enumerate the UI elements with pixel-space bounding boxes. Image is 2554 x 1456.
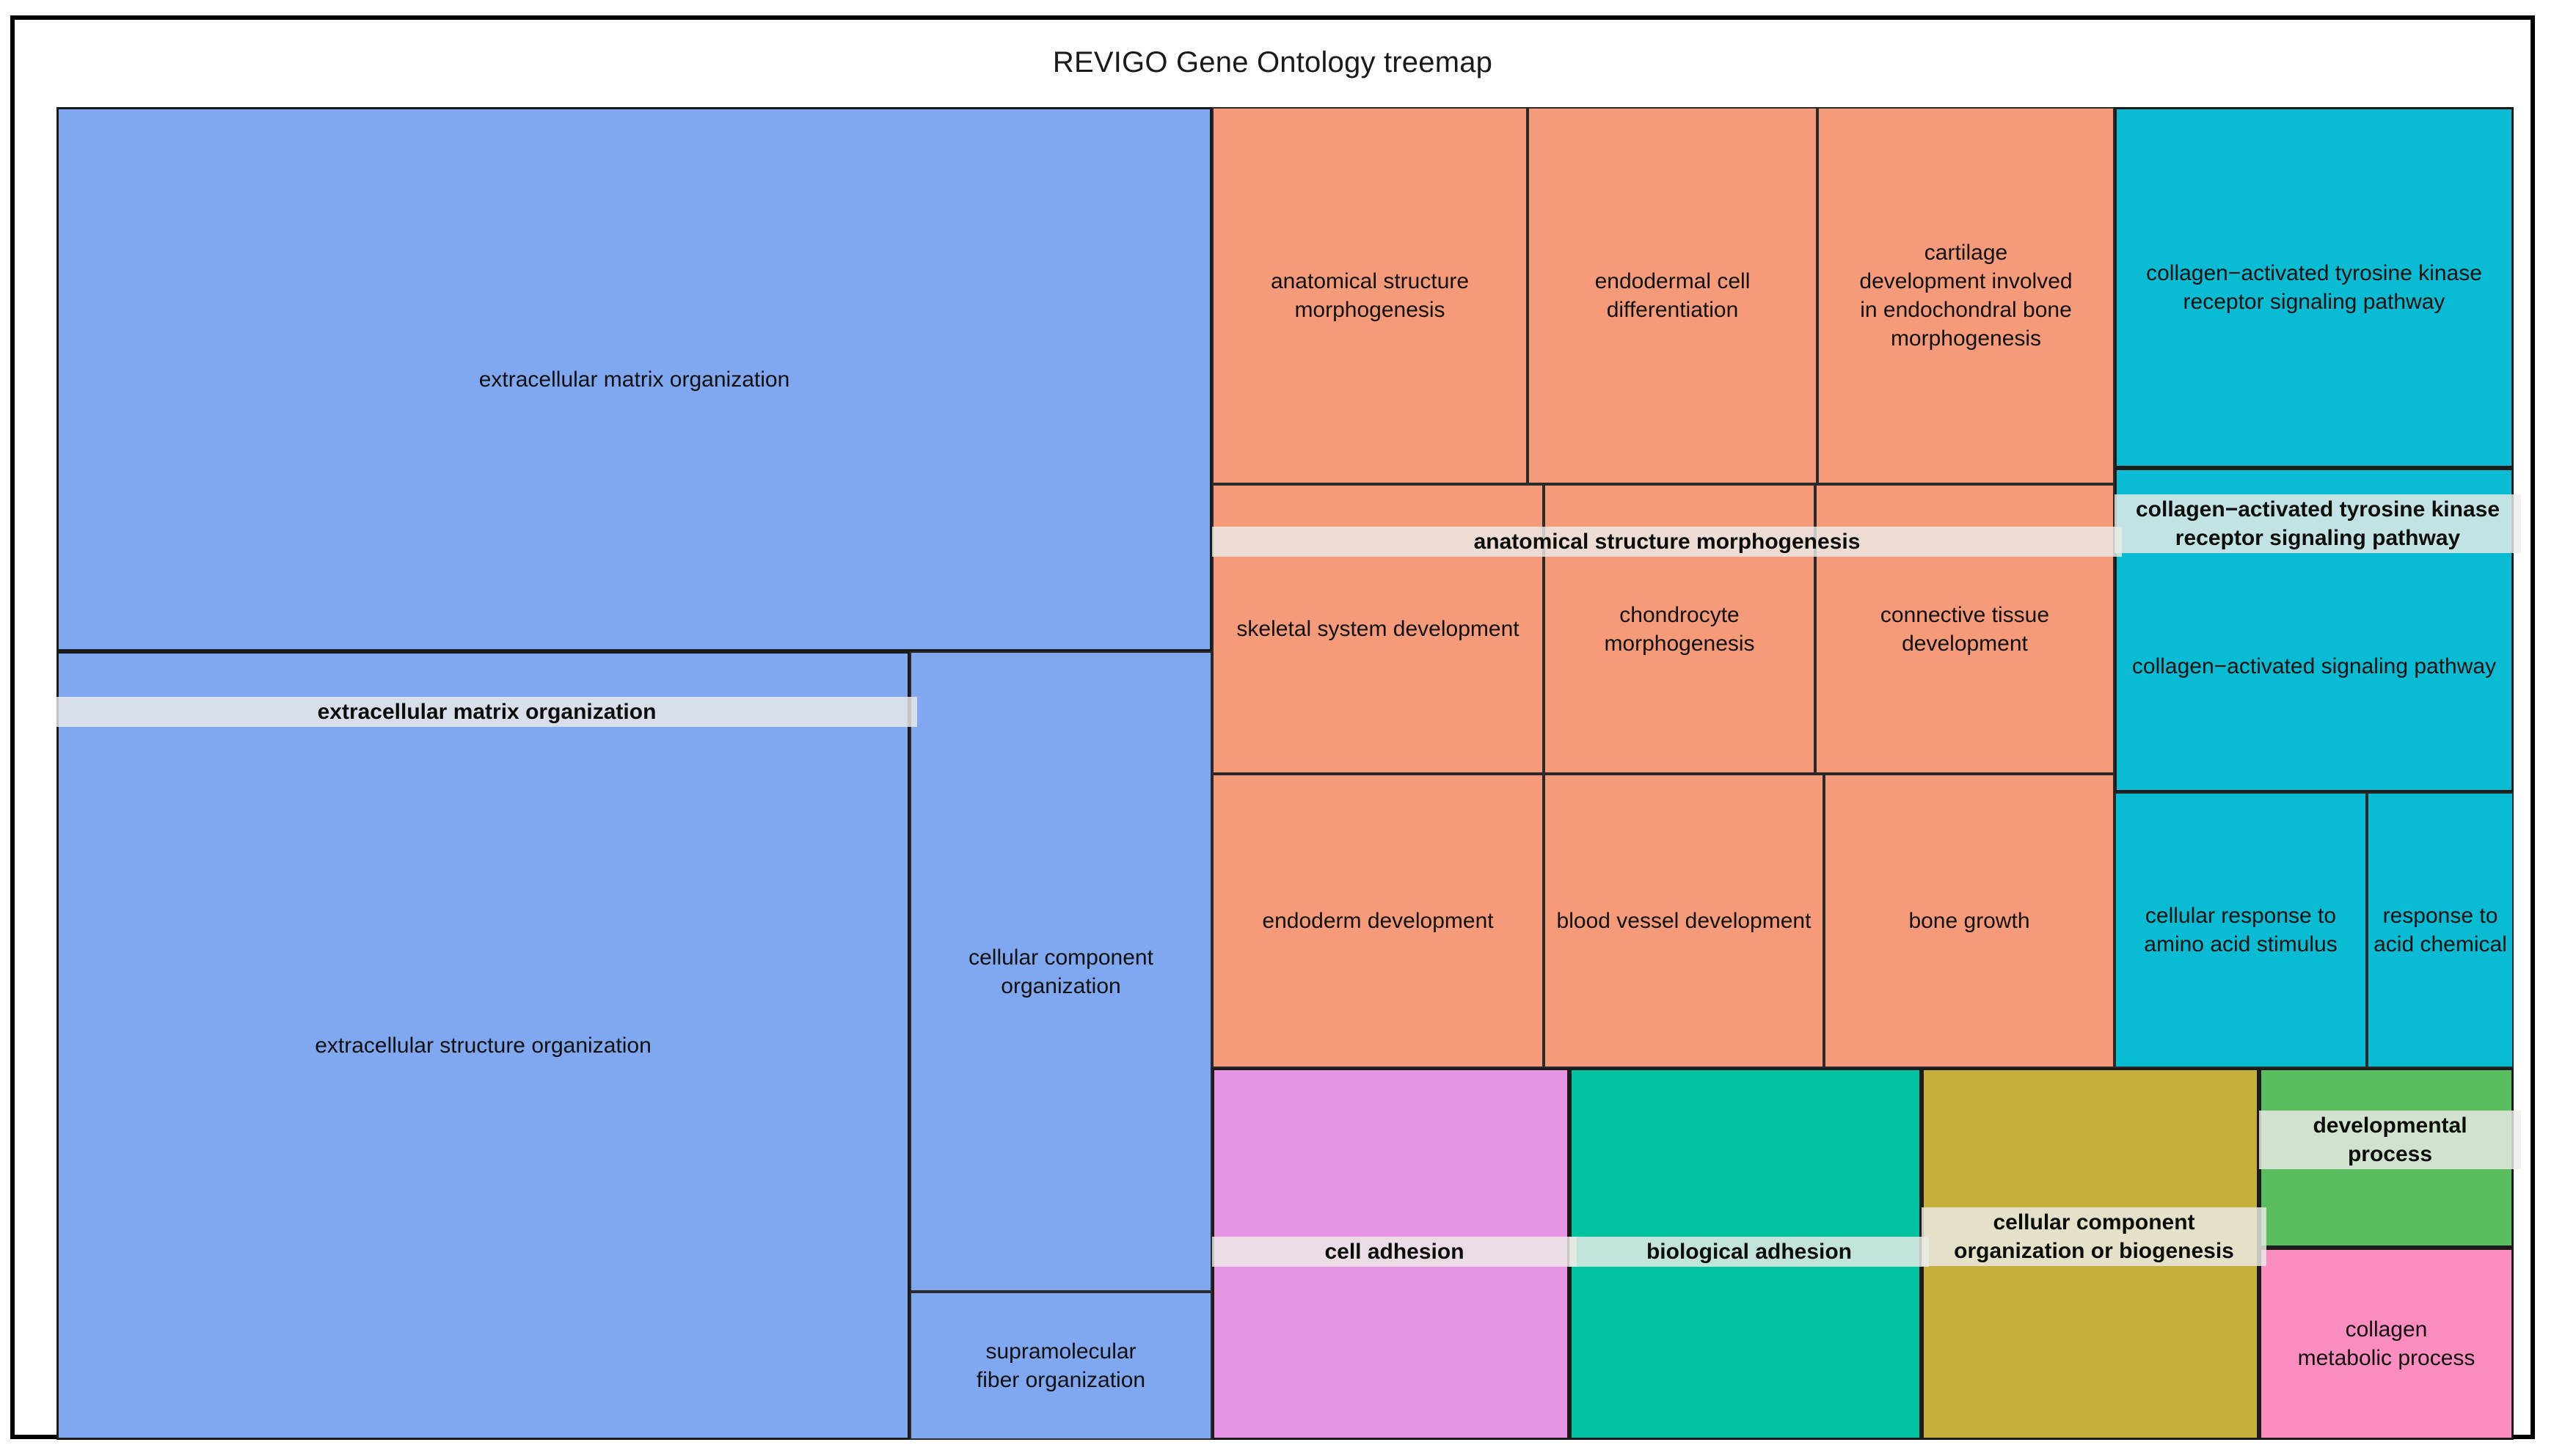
- tile-label: supramolecular fiber organization: [976, 1339, 1146, 1392]
- tile-label: endodermal cell differentiation: [1594, 269, 1751, 322]
- treemap-tile-cellular-component-organization-or-biogenesis[interactable]: [1922, 1068, 2259, 1440]
- tile-label: blood vessel development: [1556, 909, 1811, 933]
- tile-label: cartilage development involved in endoch…: [1859, 241, 2073, 351]
- treemap-tile-supramolecular-fiber-organization[interactable]: supramolecular fiber organization: [910, 1292, 1212, 1440]
- treemap-tile-collagen-activated-signaling-pathway[interactable]: collagen−activated signaling pathway: [2115, 468, 2514, 792]
- tile-label: response to acid chemical: [2374, 904, 2507, 956]
- tile-label: cellular response to amino acid stimulus: [2144, 904, 2338, 956]
- tile-label: collagen−activated signaling pathway: [2131, 654, 2497, 678]
- figure-frame: REVIGO Gene Ontology treemap extracellul…: [10, 15, 2535, 1440]
- treemap-tile-chondrocyte-morphogenesis[interactable]: chondrocyte morphogenesis: [1544, 484, 1815, 774]
- treemap-tile-endodermal-cell-differentiation[interactable]: endodermal cell differentiation: [1528, 107, 1817, 484]
- treemap-tile-cell-adhesion[interactable]: [1212, 1068, 1569, 1440]
- treemap-tile-extracellular-structure-organization[interactable]: extracellular structure organization: [56, 651, 910, 1440]
- treemap-tile-cellular-component-organization[interactable]: cellular component organization: [910, 651, 1212, 1292]
- page-title: REVIGO Gene Ontology treemap: [1052, 46, 1493, 78]
- tile-label: anatomical structure morphogenesis: [1270, 269, 1470, 322]
- treemap-tile-connective-tissue-development[interactable]: connective tissue development: [1815, 484, 2115, 774]
- treemap-tile-extracellular-matrix-organization[interactable]: extracellular matrix organization: [56, 107, 1212, 651]
- tile-label: collagen−activated tyrosine kinase recep…: [2146, 261, 2482, 314]
- treemap-tile-collagen-activated-tyrosine-kinase-receptor-signaling-pathway[interactable]: collagen−activated tyrosine kinase recep…: [2115, 107, 2514, 468]
- treemap-tile-skeletal-system-development[interactable]: skeletal system development: [1212, 484, 1544, 774]
- treemap-tile-collagen-metabolic-process[interactable]: collagen metabolic process: [2259, 1248, 2514, 1440]
- tile-label: extracellular structure organization: [315, 1034, 652, 1058]
- tile-label: cellular component organization: [968, 945, 1153, 998]
- treemap-tile-bone-growth[interactable]: bone growth: [1824, 774, 2115, 1068]
- tile-label: collagen metabolic process: [2297, 1317, 2475, 1370]
- treemap-tile-cartilage-development-endochondral-bone[interactable]: cartilage development involved in endoch…: [1817, 107, 2115, 484]
- tile-label: connective tissue development: [1880, 602, 2050, 656]
- treemap-tile-cellular-response-to-amino-acid-stimulus[interactable]: cellular response to amino acid stimulus: [2115, 792, 2367, 1068]
- treemap-tile-response-to-acid-chemical[interactable]: response to acid chemical: [2367, 792, 2514, 1068]
- treemap-tile-developmental-process[interactable]: [2259, 1068, 2514, 1248]
- tile-label: endoderm development: [1262, 909, 1494, 933]
- tile-label: skeletal system development: [1236, 617, 1519, 641]
- tile-label: extracellular matrix organization: [478, 367, 790, 392]
- tile-label: chondrocyte morphogenesis: [1604, 602, 1755, 656]
- tile-label: bone growth: [1908, 909, 2030, 933]
- treemap-tile-blood-vessel-development[interactable]: blood vessel development: [1544, 774, 1824, 1068]
- treemap-tile-anatomical-structure-morphogenesis[interactable]: anatomical structure morphogenesis: [1212, 107, 1528, 484]
- treemap-plot-area: extracellular matrix organization extrac…: [56, 107, 2521, 1440]
- treemap-tile-endoderm-development[interactable]: endoderm development: [1212, 774, 1544, 1068]
- treemap-tile-biological-adhesion[interactable]: [1569, 1068, 1922, 1440]
